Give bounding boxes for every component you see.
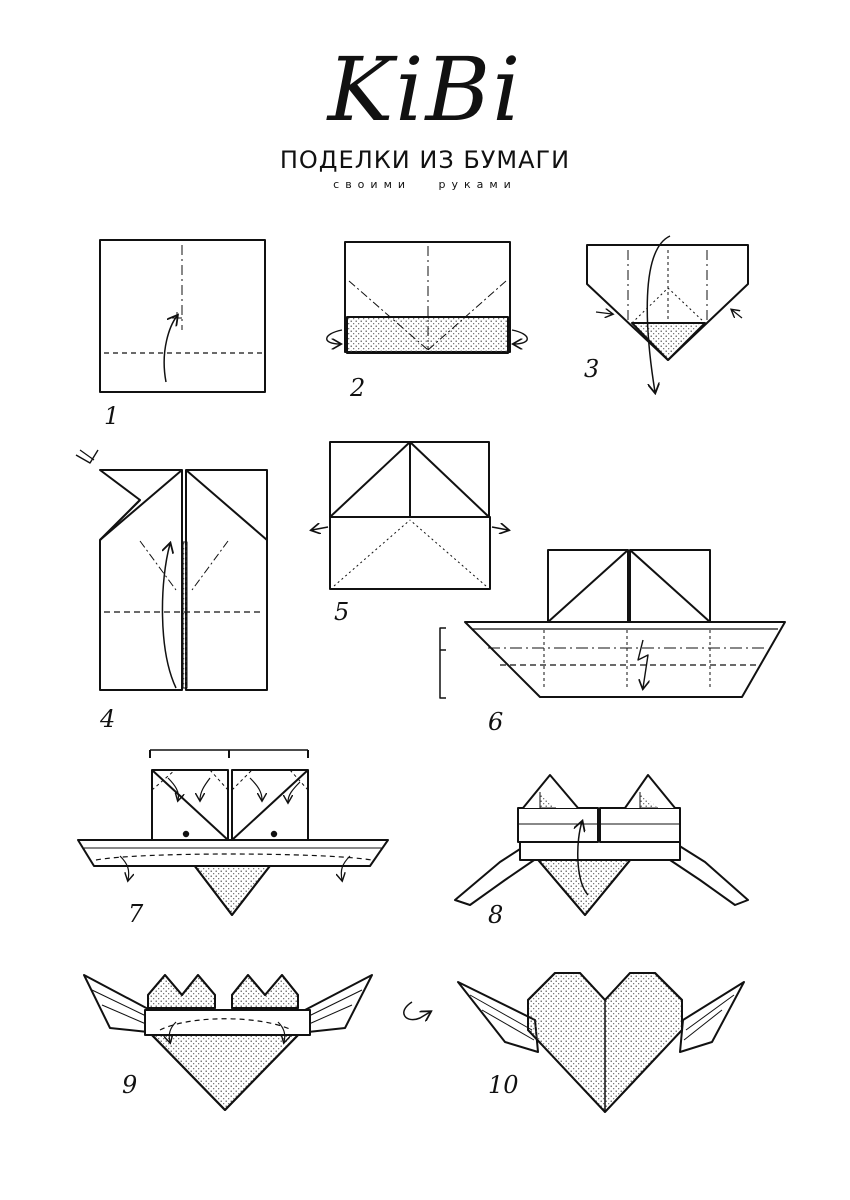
fold-arrow-icon (163, 316, 177, 383)
step-3-diagram (586, 235, 749, 392)
logo-title: KiBi (327, 38, 523, 141)
mountain-fold-icon (637, 639, 648, 688)
step-6-diagram (439, 549, 786, 699)
step-10-diagram (403, 972, 745, 1113)
fold-arrow-icon (161, 544, 177, 689)
turn-over-icon (75, 449, 99, 464)
step-8-diagram (454, 774, 749, 916)
step-2-diagram (326, 241, 528, 354)
fold-arrow-icon (646, 235, 671, 392)
step-6-number: 6 (488, 708, 503, 736)
step-1-number: 1 (104, 402, 119, 430)
step-1-diagram (99, 239, 266, 393)
step-5-number: 5 (334, 598, 349, 626)
step-10-number: 10 (488, 1071, 519, 1099)
logo-tagline: своими руками (333, 178, 517, 191)
step-7-number: 7 (128, 900, 144, 928)
logo-subtitle: ПОДЕЛКИ ИЗ БУМАГИ (279, 146, 571, 174)
fold-arrow-icon (732, 310, 743, 319)
step-4-diagram (75, 449, 268, 691)
step-4-number: 4 (99, 705, 115, 733)
fold-arrow-icon (167, 777, 178, 800)
logo: KiBi ПОДЕЛКИ ИЗ БУМАГИ своими руками (0, 38, 850, 192)
fold-arrow-icon (595, 312, 612, 314)
step-5-diagram (312, 441, 508, 590)
step-9-number: 9 (122, 1071, 137, 1099)
step-7-diagram (77, 749, 389, 916)
fold-arrow-icon (578, 822, 589, 896)
step-3-number: 3 (584, 355, 599, 383)
step-9-diagram (83, 974, 373, 1111)
turn-over-icon (403, 1001, 430, 1020)
step-8-number: 8 (488, 901, 503, 929)
step-2-number: 2 (349, 374, 365, 402)
